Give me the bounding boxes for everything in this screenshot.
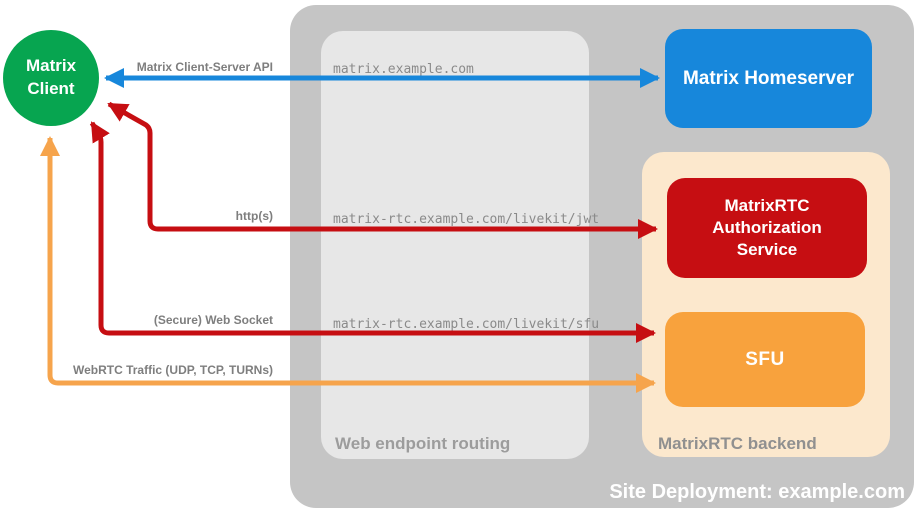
matrix-client-node: Matrix Client xyxy=(3,30,99,126)
matrixrtc-backend-label: MatrixRTC backend xyxy=(658,434,817,453)
websocket-label: (Secure) Web Socket xyxy=(153,313,273,327)
routing-endpoint-homeserver: matrix.example.com xyxy=(333,62,474,77)
webrtc-traffic-label: WebRTC Traffic (UDP, TCP, TURNs) xyxy=(72,363,273,377)
client-server-api-label: Matrix Client-Server API xyxy=(136,60,273,74)
sfu-node: SFU xyxy=(665,312,865,407)
site-deployment-label: Site Deployment: example.com xyxy=(609,481,905,503)
routing-endpoint-livekit-sfu: matrix-rtc.example.com/livekit/sfu xyxy=(333,317,600,332)
matrixrtc-authorization-service-node: MatrixRTC Authorization Service xyxy=(667,178,867,278)
https-label: http(s) xyxy=(235,209,273,223)
routing-endpoint-livekit-jwt: matrix-rtc.example.com/livekit/jwt xyxy=(333,212,600,227)
web-endpoint-routing-box xyxy=(321,31,589,459)
web-endpoint-routing-label: Web endpoint routing xyxy=(335,434,511,453)
matrix-homeserver-node: Matrix Homeserver xyxy=(665,29,872,128)
